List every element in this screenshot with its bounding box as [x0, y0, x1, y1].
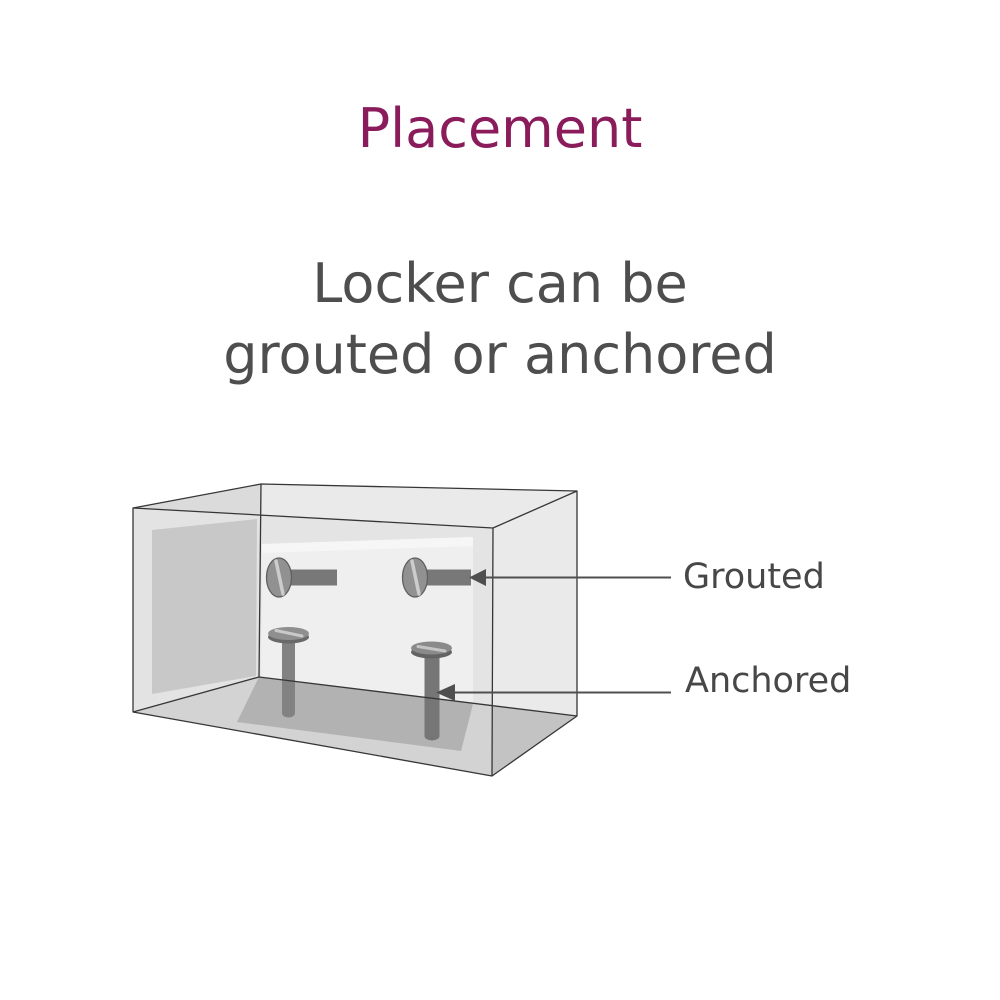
anchored-label: Anchored [685, 661, 852, 701]
locker-box [132, 483, 578, 777]
subtitle-line-2: grouted or anchored [223, 323, 777, 386]
anchored-bolt-1 [268, 627, 309, 718]
anchored-bolt-2 [411, 641, 452, 741]
top-face [261, 484, 577, 528]
box-edges [132, 483, 578, 777]
subtitle: Locker can be grouted or anchored [0, 248, 1000, 390]
subtitle-line-1: Locker can be [312, 252, 688, 315]
right-face [492, 491, 577, 776]
grouted-arrow [469, 569, 671, 586]
floor-right [492, 706, 577, 776]
grouted-bolt-1 [265, 557, 337, 598]
left-wall-panel [152, 519, 257, 694]
grouted-label: Grouted [683, 557, 825, 597]
grouted-bolt-2 [401, 557, 471, 598]
top-face-left [133, 484, 261, 515]
page-title: Placement [357, 97, 643, 160]
floor-panel [237, 677, 473, 751]
anchored-arrow [436, 684, 671, 701]
back-wall-highlight [262, 537, 473, 553]
